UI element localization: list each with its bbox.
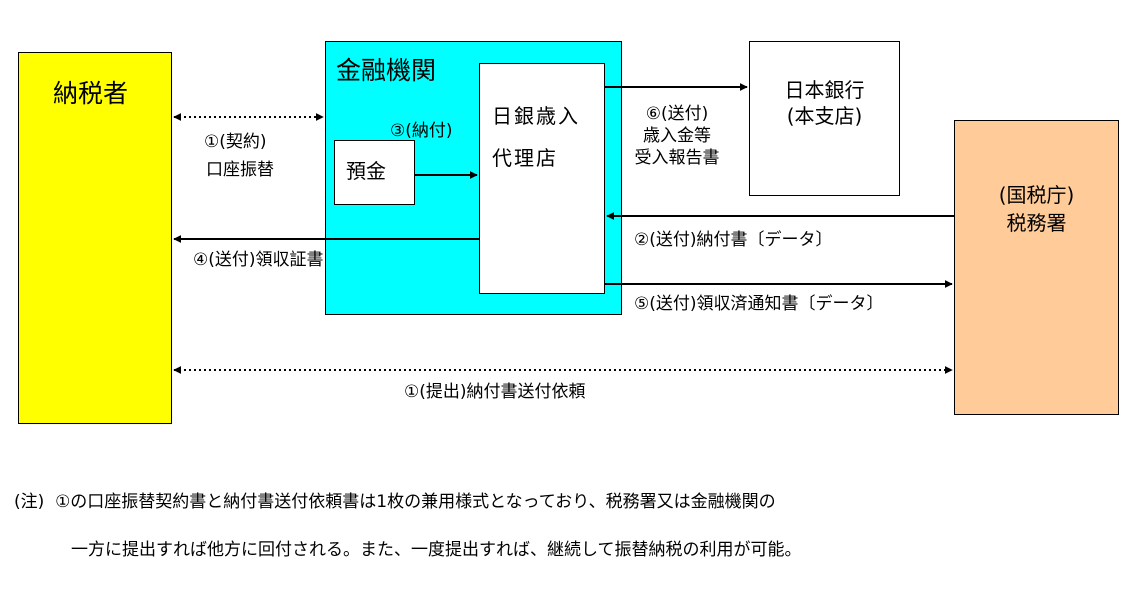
deposit-label: 預金: [346, 159, 386, 183]
request-label: ①(提出)納付書送付依頼: [404, 382, 586, 402]
deposit-box: 預金: [334, 140, 415, 205]
boj-report-label-line2: 歳入金等: [643, 126, 711, 146]
receipt-notice-label: ⑤(送付)領収済通知書〔データ〕: [634, 294, 884, 314]
receipt-label: ④(送付)領収証書: [193, 250, 324, 270]
boj-agent-label-line1: 日銀歳入: [492, 104, 580, 128]
note-line1: (注) ①の口座振替契約書と納付書送付依頼書は1枚の兼用様式となっており、税務署…: [14, 492, 776, 512]
bank-label: 金融機関: [336, 56, 437, 85]
contract-label-line1: ①(契約): [204, 132, 267, 152]
tax-office-box: (国税庁) 税務署: [954, 120, 1119, 415]
payment-label: ③(納付): [390, 121, 453, 141]
boj-report-label-line1: ⑥(送付): [645, 104, 709, 124]
boj-box: 日本銀行 (本支店): [749, 41, 900, 196]
boj-label-line2: (本支店): [786, 104, 863, 128]
contract-label-line2: 口座振替: [206, 160, 274, 180]
boj-agent-label-line2: 代理店: [492, 146, 558, 170]
boj-report-label-line3: 受入報告書: [634, 148, 720, 168]
taxpayer-box: 納税者: [18, 52, 172, 424]
boj-label-line1: 日本銀行: [784, 78, 865, 102]
taxpayer-label: 納税者: [53, 79, 129, 108]
tax-office-label-line1: (国税庁): [998, 183, 1075, 207]
note-line2: 一方に提出すれば他方に回付される。また、一度提出すれば、継続して振替納税の利用が…: [71, 540, 802, 560]
tax-office-label-line2: 税務署: [1006, 211, 1067, 235]
payment-slip-label: ②(送付)納付書〔データ〕: [634, 230, 833, 250]
boj-agent-box: 日銀歳入 代理店: [479, 63, 605, 294]
